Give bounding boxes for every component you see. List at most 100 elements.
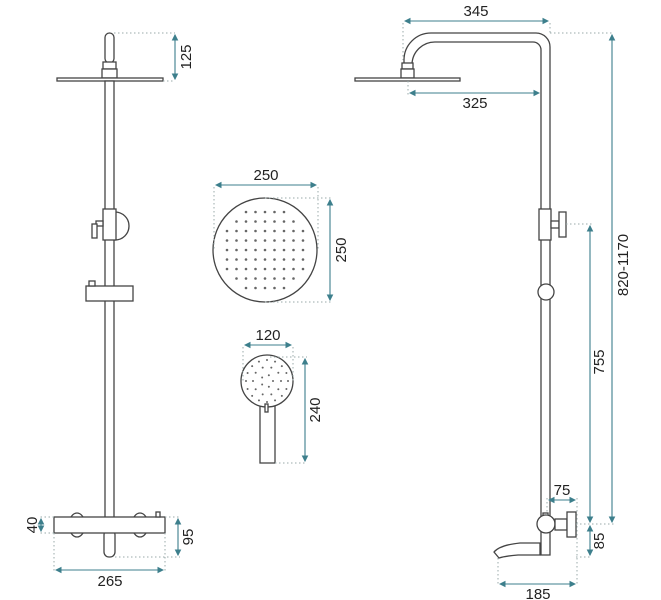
diverter-bump — [114, 211, 130, 241]
hand-shower-clip — [264, 403, 269, 413]
nozzle-dot — [280, 380, 282, 382]
nozzle-dot — [246, 388, 249, 391]
nozzle-dot — [292, 220, 295, 223]
dim-label-head-width: 250 — [253, 167, 278, 184]
nozzle-dot — [282, 267, 286, 271]
nozzle-dot — [263, 229, 267, 233]
nozzle-dot — [292, 248, 295, 252]
nozzle-dot — [244, 239, 248, 242]
side-diverter-knob — [558, 211, 567, 238]
dim-label-head-height: 250 — [333, 237, 350, 262]
nozzle-dot — [273, 286, 276, 290]
nozzle-dot — [287, 380, 289, 382]
nozzle-dot — [266, 401, 268, 403]
nozzle-dot — [282, 220, 286, 223]
nozzle-dot — [261, 366, 264, 369]
nozzle-dot — [273, 248, 276, 252]
mixer-pin — [155, 511, 161, 518]
nozzle-dot — [263, 258, 267, 261]
nozzle-dot — [270, 393, 273, 396]
nozzle-dot — [273, 229, 276, 233]
valve-knob — [566, 511, 577, 538]
nozzle-dot — [245, 380, 247, 382]
nozzle-dot — [267, 374, 270, 377]
bath-spout — [493, 542, 541, 559]
nozzle-dot — [273, 210, 276, 214]
diverter-handle — [91, 223, 98, 239]
nozzle-dot — [273, 267, 276, 271]
nozzle-dot — [254, 277, 257, 280]
nozzle-dot — [254, 210, 257, 214]
nozzle-dot — [273, 277, 276, 280]
head-shower-view: 250 250 — [212, 167, 350, 303]
dim-label-spout-reach: 185 — [525, 586, 550, 600]
nozzle-dot — [292, 258, 295, 261]
nozzle-dot — [285, 388, 288, 391]
nozzle-dot — [301, 258, 305, 261]
nozzle-dot — [301, 239, 305, 242]
nozzle-dot — [235, 277, 238, 280]
dim-label-knob-depth: 75 — [554, 482, 571, 499]
nozzle-dot — [282, 286, 286, 290]
dim-label-hand-width: 120 — [255, 327, 280, 344]
nozzle-dot — [282, 248, 286, 252]
nozzle-dot — [244, 258, 248, 261]
mixer-body — [53, 516, 166, 534]
nozzle-dot — [277, 371, 280, 374]
nozzle-dot — [263, 239, 267, 242]
nozzle-dot — [254, 388, 257, 391]
nozzle-dot — [280, 394, 283, 397]
nozzle-dot — [263, 286, 267, 290]
nozzle-dot — [261, 393, 264, 396]
nozzle-dot — [254, 239, 257, 242]
dim-label-arm-inner: 325 — [462, 95, 487, 112]
nozzle-dot — [244, 220, 248, 223]
dim-label-arm-outer: 345 — [463, 3, 488, 20]
dim-label-mixer-width: 265 — [97, 573, 122, 590]
arm-nut — [401, 62, 414, 70]
nozzle-dot — [225, 229, 229, 233]
dim-label-hand-length: 240 — [307, 397, 324, 422]
nozzle-dot — [292, 267, 295, 271]
nozzle-dot — [261, 383, 264, 386]
nozzle-dot — [244, 248, 248, 252]
hand-shower-handle — [259, 404, 276, 464]
side-diverter-stem — [550, 220, 560, 229]
nozzle-dot — [282, 277, 286, 280]
shower-arm-riser — [403, 32, 551, 556]
nozzle-dot — [292, 239, 295, 242]
nozzle-dot — [235, 248, 238, 252]
nozzle-dot — [254, 371, 257, 374]
nozzle-dot — [263, 210, 267, 214]
dim-label-mixer-height: 40 — [24, 517, 41, 534]
nozzle-dot — [263, 267, 267, 271]
nozzle-dot — [225, 267, 229, 271]
nozzle-dot — [244, 229, 248, 233]
top-cap — [104, 32, 115, 64]
nozzle-dot — [235, 267, 238, 271]
nozzle-dot — [244, 267, 248, 271]
side-view: 345 325 820-1170 755 85 75 185 — [354, 3, 632, 600]
nozzle-dot — [252, 380, 254, 382]
nozzle-dot — [235, 258, 238, 261]
arm-connector — [400, 68, 415, 79]
nozzle-dot — [225, 239, 229, 242]
front-view: 125 40 95 265 — [24, 32, 197, 590]
nozzle-dot — [235, 220, 238, 223]
hand-shower-view: 120 240 — [240, 327, 324, 464]
nozzle-dot — [273, 220, 276, 223]
nozzle-dot — [273, 239, 276, 242]
nozzle-dot — [244, 286, 248, 290]
diverter — [102, 208, 117, 241]
nozzle-dot — [254, 258, 257, 261]
nozzle-dot — [251, 394, 254, 397]
hand-shower-face — [240, 354, 294, 408]
nozzle-dot — [235, 239, 238, 242]
slider-bracket — [85, 285, 134, 302]
nozzle-dot — [267, 385, 270, 388]
nozzle-dot — [263, 277, 267, 280]
nozzle-dot — [274, 360, 277, 363]
nozzle-dot — [254, 267, 257, 271]
nozzle-dot — [301, 229, 305, 233]
